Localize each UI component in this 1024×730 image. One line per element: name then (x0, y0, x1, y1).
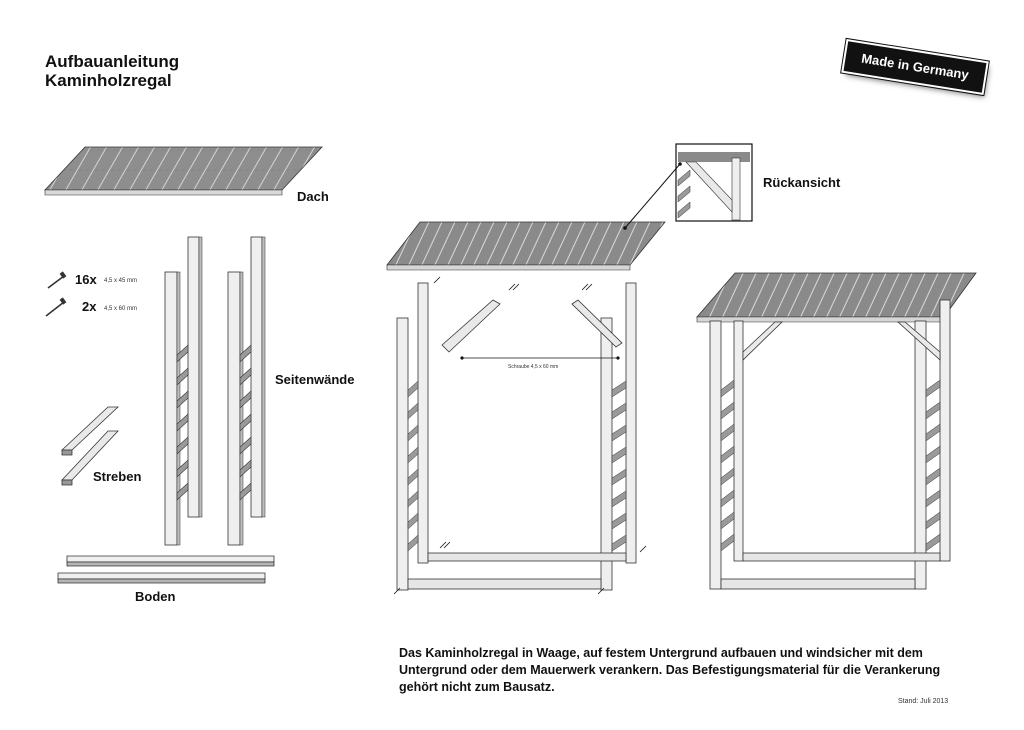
label-boden: Boden (135, 589, 176, 604)
screw-qty-1: 16x (75, 272, 97, 287)
label-rueckansicht: Rückansicht (763, 175, 841, 190)
strut-parts (60, 406, 120, 486)
screw-callout: Schraube 4,5 x 60 mm (508, 364, 559, 370)
label-seitenwaende: Seitenwände (275, 372, 355, 387)
stand-date: Stand: Juli 2013 (898, 698, 949, 705)
screw-spec-2: 4,5 x 60 mm (104, 306, 138, 312)
screw-qty-2: 2x (82, 299, 97, 314)
back-view-inset (623, 143, 753, 230)
assembled-shelf (696, 272, 977, 590)
title-line-2: Kaminholzregal (45, 71, 172, 90)
bottom-boards (57, 555, 275, 584)
title-line-1: Aufbauanleitung (45, 52, 180, 71)
exploded-assembly (386, 221, 666, 595)
roof-part (44, 146, 323, 196)
screw-icon-60 (45, 297, 67, 317)
screw-spec-1: 4,5 x 45 mm (104, 278, 138, 284)
label-streben: Streben (93, 469, 142, 484)
side-wall-left (164, 236, 203, 546)
label-dach: Dach (297, 189, 329, 204)
page-title: Aufbauanleitung Kaminholzregal (45, 52, 179, 90)
side-wall-right (227, 236, 266, 546)
screw-icon-45 (47, 271, 67, 289)
assembly-note: Das Kaminholzregal in Waage, auf festem … (399, 646, 941, 694)
